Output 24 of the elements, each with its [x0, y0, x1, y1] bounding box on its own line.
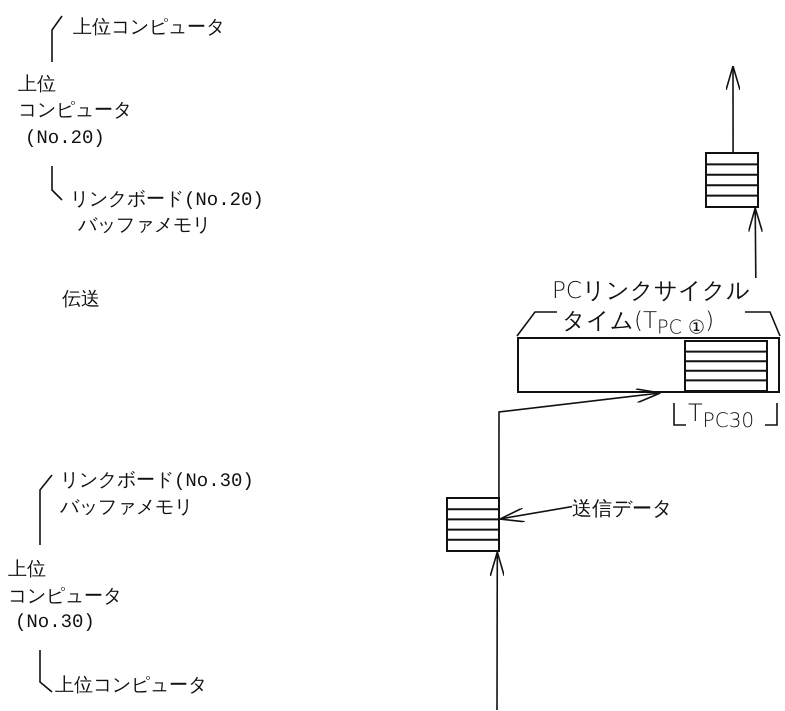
buffer-label: バッファメモリ	[78, 215, 211, 237]
arrow	[748, 207, 764, 278]
transfer-label: 伝送	[62, 289, 100, 311]
host-label: 上位	[18, 74, 56, 96]
station-number: (No.30)	[15, 611, 95, 633]
buffer-label: リンクボード(No.30)	[60, 470, 254, 492]
buffer-label: バッファメモリ	[60, 497, 193, 519]
data-label: 送信データ	[572, 494, 697, 522]
arrow	[498, 388, 662, 497]
host-label: 上位コンピュータ	[73, 17, 225, 39]
time-label: T$_{PC30}$	[688, 400, 754, 433]
arrow	[499, 506, 572, 523]
cycle-time-heading: PCリンクサイクル	[552, 278, 750, 304]
station-number: (No.20)	[25, 127, 105, 149]
cycle-time-heading: タイム(T$_{PC ①}$)	[562, 308, 714, 341]
arrow	[725, 65, 741, 152]
host-label: コンピュータ	[8, 586, 122, 608]
host-label: 上位	[8, 559, 46, 581]
host-label: 上位コンピュータ	[55, 675, 207, 697]
arrow	[489, 551, 506, 710]
buffer-stack	[705, 152, 759, 208]
host-label: コンピュータ	[18, 100, 132, 122]
buffer-stack	[446, 497, 500, 552]
buffer-label: リンクボード(No.20)	[70, 189, 264, 211]
